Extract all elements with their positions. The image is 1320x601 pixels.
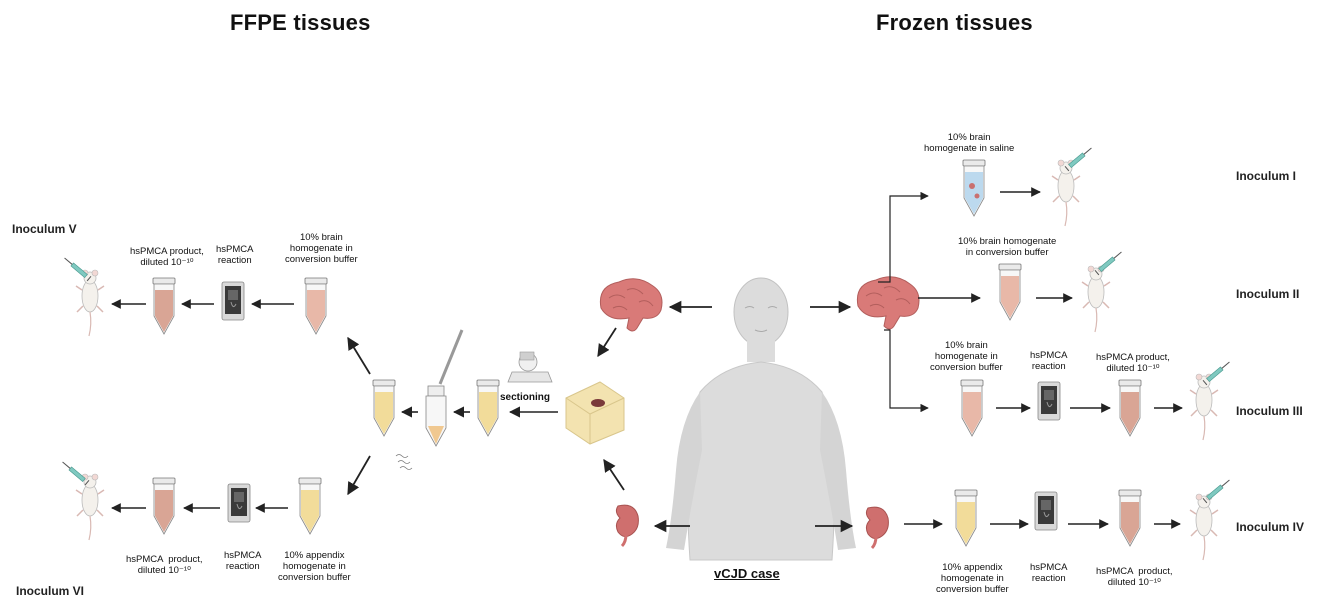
machine-icon (1035, 492, 1057, 530)
ffpe-appendix-reaction-label: hsPMCA reaction (224, 550, 261, 572)
machine-icon (222, 282, 244, 320)
tube-icon (373, 380, 412, 470)
inoculum-v-label: Inoculum V (12, 222, 77, 236)
mouse-icon (76, 270, 104, 336)
paraffin-block-icon (566, 382, 624, 444)
tube-icon (955, 490, 977, 546)
ffpe-appendix-product-label: hsPMCA product, diluted 10⁻¹⁰ (126, 554, 203, 576)
frozen-brain-reaction-label: hsPMCA reaction (1030, 350, 1067, 372)
tube-icon (477, 380, 499, 436)
tube-icon (961, 380, 983, 436)
frozen-appendix-reaction-label: hsPMCA reaction (1030, 562, 1067, 584)
inoculum-vi-label: Inoculum VI (16, 584, 84, 598)
sectioning-label: sectioning (500, 392, 550, 403)
frozen-brain-product-label: hsPMCA product, diluted 10⁻¹⁰ (1096, 352, 1170, 374)
tube-icon (1119, 490, 1141, 546)
mouse-icon (76, 474, 104, 540)
tube-icon (305, 278, 327, 334)
appendix-icon (866, 507, 888, 548)
ffpe-brain-reaction-label: hsPMCA reaction (216, 244, 253, 266)
mouse-icon (1052, 160, 1080, 226)
tube-icon (299, 478, 321, 534)
ffpe-brain-tube-label: 10% brain homogenate in conversion buffe… (285, 232, 358, 265)
inoculum-ii-label: Inoculum II (1236, 287, 1299, 301)
mouse-icon (1190, 374, 1218, 440)
tube-icon (153, 278, 175, 334)
tube-icon (963, 160, 985, 216)
frozen-brain-conv-label: 10% brain homogenate in conversion buffe… (958, 236, 1056, 258)
mouse-icon (1082, 266, 1110, 332)
brain-icon (857, 277, 919, 329)
tube-icon (153, 478, 175, 534)
brain-icon (600, 279, 662, 331)
inoculum-iv-label: Inoculum IV (1236, 520, 1304, 534)
machine-icon (1038, 382, 1060, 420)
appendix-icon (616, 505, 638, 546)
ffpe-appendix-tube-label: 10% appendix homogenate in conversion bu… (278, 550, 351, 583)
inoculum-i-label: Inoculum I (1236, 169, 1296, 183)
microtome-icon (508, 352, 552, 382)
ffpe-brain-product-label: hsPMCA product, diluted 10⁻¹⁰ (130, 246, 204, 268)
inoculum-iii-label: Inoculum III (1236, 404, 1303, 418)
human-icon (666, 278, 856, 560)
case-label: vCJD case (714, 566, 780, 581)
frozen-appendix-product-label: hsPMCA product, diluted 10⁻¹⁰ (1096, 566, 1173, 588)
frozen-appendix-tube-label: 10% appendix homogenate in conversion bu… (936, 562, 1009, 595)
tube-icon (426, 330, 462, 446)
machine-icon (228, 484, 250, 522)
tube-icon (999, 264, 1021, 320)
mouse-icon (1190, 494, 1218, 560)
frozen-brain-saline-label: 10% brain homogenate in saline (924, 132, 1014, 154)
frozen-brain-conv2-label: 10% brain homogenate in conversion buffe… (930, 340, 1003, 373)
tube-icon (1119, 380, 1141, 436)
